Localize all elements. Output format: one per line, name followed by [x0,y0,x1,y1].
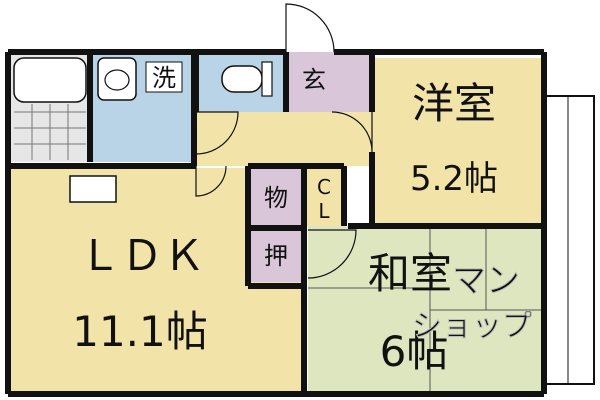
yoshitsu-size: 5.2帖 [410,159,498,199]
tatami-lines [308,226,544,394]
oshi-label: 押 [264,242,288,270]
watermark-line1: マン [452,261,520,301]
genkan-label: 玄 [302,66,326,94]
ldk-size: 11.1帖 [72,307,208,356]
cl-storage [306,168,344,226]
cl-label-c: C [317,175,331,199]
toilet-icon [221,65,263,93]
sink-icon [97,57,137,101]
washitsu-size: 6帖 [380,327,449,376]
door-swings [195,3,373,279]
walls [5,49,547,397]
mono-storage [250,168,304,226]
hall-floor [196,112,372,166]
balcony [543,95,595,385]
yoshitsu-name: 洋室 [412,79,496,128]
kitchen-sink-icon [69,175,117,203]
bathtub [13,57,87,103]
oshi-storage [250,228,304,282]
genkan-floor [286,52,370,112]
mono-label: 物 [264,184,288,212]
yoshitsu-floor [372,58,544,226]
bath-tiles [14,104,86,160]
wash-label: 洗 [152,64,176,92]
washitsu-name: 和室 [368,249,452,298]
watermark-line2: ショップ [412,309,532,344]
cl-label-l: L [318,199,330,223]
ldk-name: ＬＤＫ [79,231,205,280]
